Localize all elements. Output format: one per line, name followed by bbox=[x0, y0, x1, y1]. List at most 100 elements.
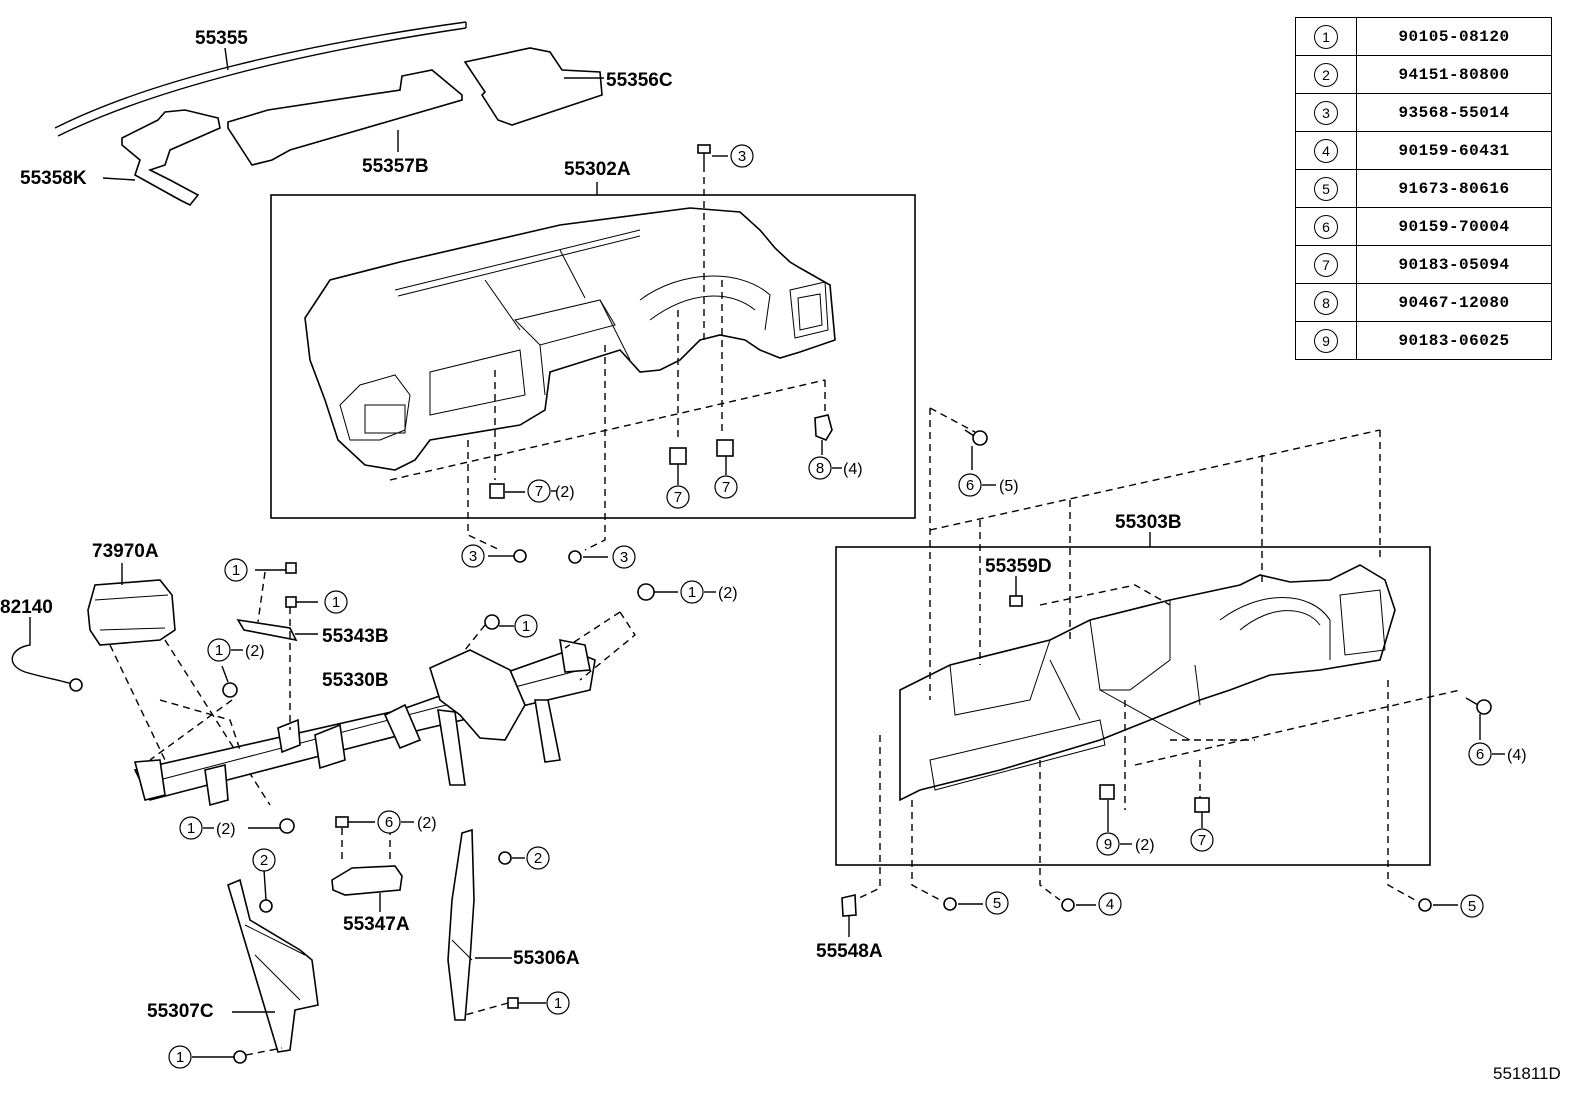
svg-text:1: 1 bbox=[332, 594, 340, 611]
svg-text:5: 5 bbox=[1468, 898, 1476, 915]
qty-6-mid: (2) bbox=[417, 815, 437, 832]
screw-3-top bbox=[697, 144, 728, 165]
callout-7-c: 7 bbox=[527, 479, 551, 503]
fastener-num: 8 bbox=[1314, 290, 1338, 315]
brace-55306A bbox=[447, 828, 475, 1021]
defroster-panel-right bbox=[463, 47, 603, 126]
callout-1-e: 1 bbox=[207, 638, 231, 662]
bolt-1-c bbox=[484, 614, 514, 630]
svg-text:3: 3 bbox=[469, 548, 477, 565]
bolt-6-top bbox=[964, 429, 988, 470]
lower-instrument-panel bbox=[899, 564, 1396, 802]
lower-panel-frame bbox=[835, 546, 1431, 866]
callout-1-c: 1 bbox=[514, 614, 538, 638]
label-55347A: 55347A bbox=[343, 914, 410, 935]
clip-7-b bbox=[716, 439, 734, 457]
label-55357B: 55357B bbox=[362, 156, 429, 177]
callout-6-mid: 6 bbox=[377, 810, 401, 834]
screw-3-right bbox=[568, 550, 608, 564]
qty-6-top: (5) bbox=[999, 478, 1019, 495]
svg-text:8: 8 bbox=[816, 460, 824, 477]
fastener-row: 6 90159-70004 bbox=[1295, 207, 1552, 246]
label-55302A: 55302A bbox=[564, 159, 631, 180]
bolt-6-mid bbox=[335, 816, 375, 828]
clip-55359D bbox=[1009, 595, 1023, 607]
fastener-part-no: 90159-70004 bbox=[1356, 207, 1552, 246]
svg-text:1: 1 bbox=[232, 562, 240, 579]
fastener-num: 2 bbox=[1314, 62, 1338, 87]
windshield-trim-strip bbox=[54, 21, 467, 137]
fastener-num: 4 bbox=[1314, 138, 1338, 163]
callout-3-right: 3 bbox=[612, 545, 636, 569]
svg-text:1: 1 bbox=[215, 642, 223, 659]
callout-6-right: 6 bbox=[1468, 742, 1492, 766]
defroster-panel-left bbox=[121, 109, 221, 207]
fastener-part-no: 94151-80800 bbox=[1356, 55, 1552, 94]
qty-6-right: (4) bbox=[1507, 747, 1527, 764]
label-73970A: 73970A bbox=[92, 541, 159, 562]
nut-2-right bbox=[498, 851, 525, 865]
svg-text:1: 1 bbox=[554, 995, 562, 1012]
svg-text:7: 7 bbox=[535, 483, 543, 500]
bracket-55343B bbox=[236, 618, 298, 642]
fastener-row: 2 94151-80800 bbox=[1295, 55, 1552, 94]
callout-7-a: 7 bbox=[666, 485, 690, 509]
callout-1-g: 1 bbox=[168, 1045, 192, 1069]
upper-instrument-panel bbox=[304, 207, 836, 471]
label-55306A: 55306A bbox=[513, 948, 580, 969]
label-55358K: 55358K bbox=[20, 168, 87, 189]
bolt-4 bbox=[1061, 898, 1096, 912]
callout-1-a: 1 bbox=[224, 558, 248, 582]
qty-7-c: (2) bbox=[555, 484, 575, 501]
bolt-5-left bbox=[943, 897, 983, 911]
bolt-1-g bbox=[192, 1050, 247, 1064]
fastener-row: 5 91673-80616 bbox=[1295, 169, 1552, 208]
svg-text:3: 3 bbox=[738, 148, 746, 165]
svg-text:1: 1 bbox=[176, 1049, 184, 1066]
svg-text:6: 6 bbox=[1476, 746, 1484, 763]
fastener-part-no: 90183-05094 bbox=[1356, 245, 1552, 284]
diagram-ref: 551811D bbox=[1493, 1064, 1561, 1083]
bolt-5-right bbox=[1418, 898, 1458, 912]
svg-text:1: 1 bbox=[187, 820, 195, 837]
callout-2-right: 2 bbox=[526, 846, 550, 870]
callout-5-right: 5 bbox=[1460, 894, 1484, 918]
callout-3-top: 3 bbox=[730, 144, 754, 168]
svg-text:1: 1 bbox=[688, 584, 696, 601]
label-55307C: 55307C bbox=[147, 1001, 214, 1022]
fastener-part-no: 91673-80616 bbox=[1356, 169, 1552, 208]
svg-text:6: 6 bbox=[385, 814, 393, 831]
clip-7-a bbox=[669, 447, 687, 465]
svg-text:1: 1 bbox=[522, 618, 530, 635]
fastener-part-no: 90159-60431 bbox=[1356, 131, 1552, 170]
svg-text:6: 6 bbox=[966, 477, 974, 494]
fastener-num: 3 bbox=[1314, 100, 1338, 125]
callout-2-left: 2 bbox=[252, 848, 276, 872]
clip-7-c bbox=[489, 483, 505, 499]
bolt-6-right bbox=[1465, 697, 1492, 740]
clip-9 bbox=[1099, 784, 1115, 800]
callout-1-h: 1 bbox=[546, 991, 570, 1015]
label-82140: 82140 bbox=[0, 597, 53, 618]
svg-text:5: 5 bbox=[993, 895, 1001, 912]
upper-panel-frame bbox=[270, 194, 916, 519]
fastener-num: 6 bbox=[1314, 214, 1338, 239]
clip-55548A bbox=[841, 894, 857, 917]
label-55356C: 55356C bbox=[606, 70, 673, 91]
callout-1-b: 1 bbox=[324, 590, 348, 614]
bracket-55347A bbox=[331, 865, 403, 896]
label-55359D: 55359D bbox=[985, 556, 1052, 577]
label-55548A: 55548A bbox=[816, 941, 883, 962]
label-55355: 55355 bbox=[195, 28, 248, 49]
callout-8: 8 bbox=[808, 456, 832, 480]
callout-9: 9 bbox=[1096, 832, 1120, 856]
fastener-num: 7 bbox=[1314, 252, 1338, 277]
screw-3-left bbox=[488, 549, 527, 563]
callout-4: 4 bbox=[1098, 892, 1122, 916]
qty-1-f: (2) bbox=[216, 821, 236, 838]
fastener-num: 9 bbox=[1314, 328, 1338, 353]
svg-text:2: 2 bbox=[260, 852, 268, 869]
fastener-num: 5 bbox=[1314, 176, 1338, 201]
